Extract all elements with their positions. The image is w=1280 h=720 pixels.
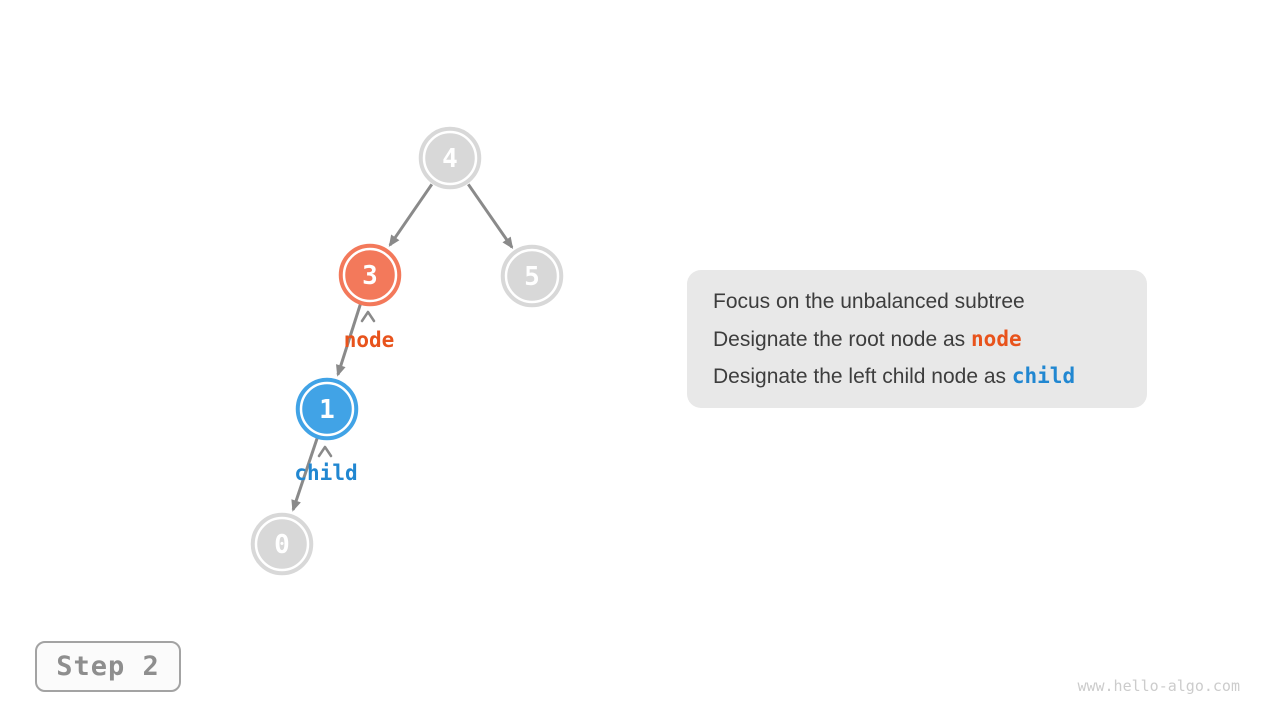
edge-4-to-3 bbox=[388, 183, 434, 247]
edge-3-to-1 bbox=[336, 303, 363, 377]
node-pointer-caret-icon bbox=[360, 310, 376, 323]
keyword-child: child bbox=[1011, 364, 1076, 389]
node-pointer-label: node bbox=[344, 328, 395, 352]
explanation-line-2: Designate the root node as node bbox=[713, 321, 1147, 359]
node-1-value: 1 bbox=[319, 395, 335, 425]
explanation-line-3: Designate the left child node as child bbox=[713, 358, 1147, 396]
step-badge: Step 2 bbox=[35, 641, 181, 692]
node-4-value: 4 bbox=[442, 144, 458, 174]
tree-node-0: 0 bbox=[250, 512, 314, 576]
edge-4-to-5 bbox=[467, 183, 514, 249]
explanation-line-1: Focus on the unbalanced subtree bbox=[713, 284, 1147, 321]
tree-node-5: 5 bbox=[500, 244, 564, 308]
explanation-text-1: Focus on the unbalanced subtree bbox=[713, 290, 1025, 313]
explanation-text-3: Designate the left child node as bbox=[713, 365, 1007, 389]
watermark-text: www.hello-algo.com bbox=[1077, 677, 1240, 695]
child-pointer-label: child bbox=[294, 461, 357, 485]
edge-1-to-0 bbox=[291, 437, 319, 512]
binary-tree-figure: 4 3 5 1 0 node child bbox=[250, 126, 564, 576]
explanation-box: Focus on the unbalanced subtree Designat… bbox=[687, 270, 1147, 408]
node-0-value: 0 bbox=[274, 530, 290, 560]
explanation-text-2: Designate the root node as bbox=[713, 327, 966, 351]
keyword-node: node bbox=[971, 326, 1022, 351]
node-5-value: 5 bbox=[524, 262, 540, 292]
step-badge-label: Step 2 bbox=[56, 651, 160, 682]
tree-node-4: 4 bbox=[418, 126, 482, 190]
node-3-value: 3 bbox=[362, 261, 378, 291]
tree-node-3: 3 bbox=[338, 243, 402, 307]
child-pointer-caret-icon bbox=[317, 445, 333, 458]
tree-edges bbox=[291, 183, 514, 512]
tree-node-1: 1 bbox=[295, 377, 359, 441]
